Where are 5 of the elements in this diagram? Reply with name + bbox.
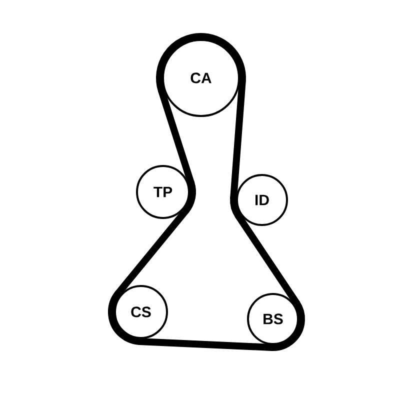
pulley: CS xyxy=(114,285,168,339)
pulley: BS xyxy=(247,293,299,345)
pulley: TP xyxy=(136,165,190,219)
pulley: CA xyxy=(162,39,240,117)
pulley: ID xyxy=(236,174,288,226)
